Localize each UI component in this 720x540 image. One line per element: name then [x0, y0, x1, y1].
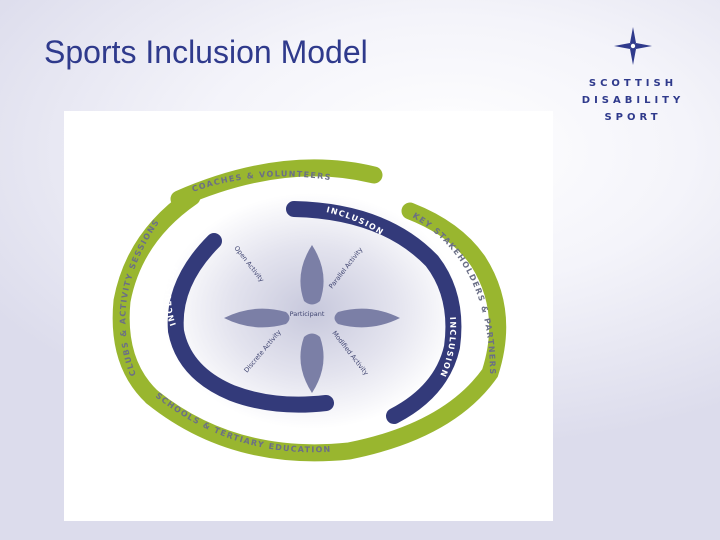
petal-bottom [300, 333, 324, 393]
diagram-canvas: COACHES & VOLUNTEERS CLUBS & ACTIVITY SE… [112, 159, 507, 462]
slide-title: Sports Inclusion Model [44, 34, 368, 70]
petal-top [300, 245, 324, 305]
outer-ring [112, 159, 507, 462]
logo-line-disability: DISABILITY [581, 95, 685, 106]
scottish-disability-sport-logo: SCOTTISH DISABILITY SPORT [568, 26, 698, 126]
petal-right [334, 308, 400, 328]
participant-label: Participant [290, 310, 325, 318]
center-glow [162, 193, 462, 429]
logo-line-sport: SPORT [604, 112, 662, 123]
inclusion-model-diagram: COACHES & VOLUNTEERS CLUBS & ACTIVITY SE… [64, 111, 553, 521]
inner-ring [167, 201, 462, 424]
logo-line-scottish: SCOTTISH [588, 78, 678, 89]
petal-left [224, 308, 290, 328]
four-point-star-icon [614, 27, 652, 65]
activity-star [224, 245, 400, 393]
